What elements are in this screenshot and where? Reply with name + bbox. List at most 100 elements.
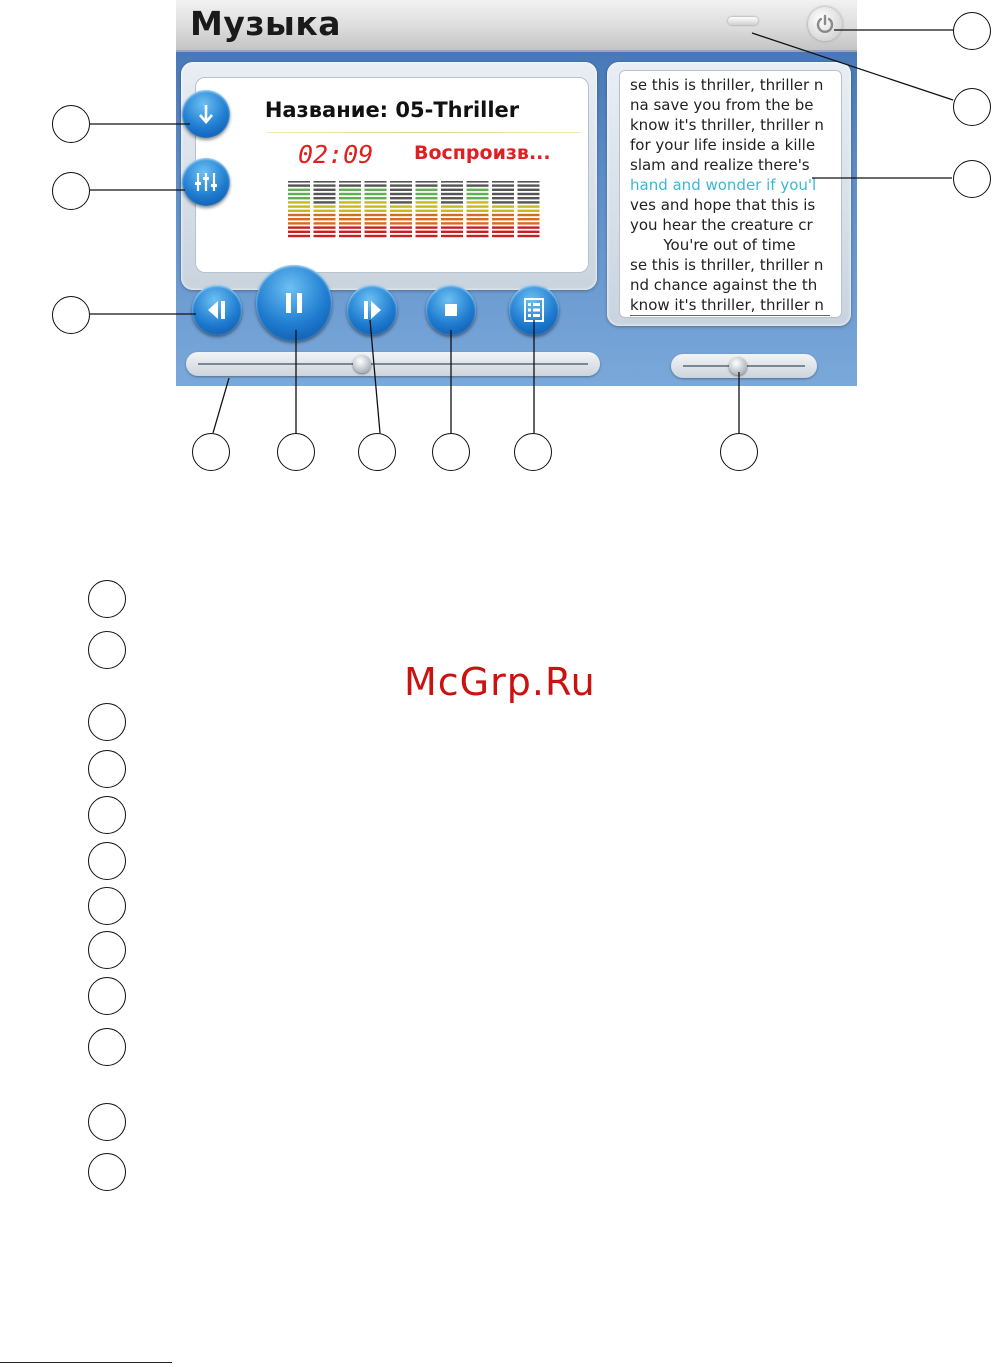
lyric-line: You're out of time [663,236,796,254]
equalizer-segment [364,184,387,187]
equalizer-segment [441,205,463,208]
power-icon[interactable] [808,7,842,41]
legend-marker [88,631,126,669]
stop-button[interactable] [426,285,476,335]
equalizer-segment [339,213,361,217]
next-button[interactable] [347,285,397,335]
equalizer-segment [339,197,361,200]
equalizer-segment [339,181,361,183]
previous-button[interactable] [192,285,242,335]
equalizer-segment [466,213,489,217]
equalizer-segment [466,209,489,212]
callout-marker [953,160,991,198]
callout-marker [192,433,230,471]
equalizer-visualizer [288,181,540,238]
legend-marker [88,580,126,618]
equalizer-segment [288,197,310,200]
progress-thumb[interactable] [352,355,371,373]
equalizer-segment [339,209,361,212]
equalizer-segment [339,222,361,225]
progress-slider[interactable] [186,352,600,376]
equalizer-segment [441,230,463,233]
equalizer-segment [466,188,489,191]
equalizer-segment [288,222,310,225]
equalizer-segment [390,222,412,225]
equalizer-segment [415,205,438,208]
equalizer-segment [441,209,463,212]
equalizer-segment [517,222,540,225]
equalizer-segment [390,218,412,221]
equalizer-segment [415,213,438,217]
equalizer-segment [364,222,387,225]
equalizer-segment [517,218,540,221]
track-info-display: Название: 05-Thriller 02:09 Воспроизв... [195,77,589,273]
equalizer-segment [441,222,463,225]
equalizer-segment [415,234,438,238]
equalizer-segment [441,218,463,221]
equalizer-segment [441,197,463,200]
footer-rule [0,1362,172,1363]
equalizer-segment [466,234,489,238]
lyric-line: ves and hope that this is [630,196,816,214]
equalizer-segment [441,234,463,238]
divider [630,315,830,316]
equalizer-segment [288,226,310,229]
equalizer-segment [441,188,463,191]
equalizer-segment [364,201,387,204]
equalizer-segment [364,205,387,208]
equalizer-segment [313,213,336,217]
equalizer-segment [313,205,336,208]
equalizer-segment [492,234,514,238]
equalizer-segment [492,205,514,208]
equalizer-segment [390,201,412,204]
legend-marker [88,1103,126,1141]
equalizer-segment [313,201,336,204]
progress-track [198,363,588,365]
callout-marker [358,433,396,471]
download-button[interactable] [182,90,230,138]
legend-marker [88,703,126,741]
equalizer-segment [415,201,438,204]
equalizer-button[interactable] [182,158,230,206]
callout-marker [277,433,315,471]
equalizer-segment [517,205,540,208]
equalizer-segment [492,226,514,229]
legend-marker [88,750,126,788]
equalizer-segment [466,201,489,204]
equalizer-segment [339,192,361,196]
divider [266,132,582,133]
volume-thumb[interactable] [728,357,747,375]
equalizer-segment [492,209,514,212]
stop-icon [445,304,457,316]
playlist-button[interactable] [509,285,559,335]
legend-marker [88,842,126,880]
minimize-icon[interactable] [728,17,758,25]
equalizer-segment [492,213,514,217]
equalizer-segment [390,205,412,208]
equalizer-segment [313,222,336,225]
equalizer-segment [517,197,540,200]
equalizer-segment [339,184,361,187]
pause-button[interactable] [256,265,332,341]
equalizer-segment [415,218,438,221]
equalizer-segment [339,201,361,204]
equalizer-segment [492,181,514,183]
equalizer-segment [517,188,540,191]
equalizer-segment [364,230,387,233]
equalizer-segment [364,213,387,217]
volume-slider[interactable] [671,354,817,378]
equalizer-segment [390,226,412,229]
equalizer-segment [415,230,438,233]
equalizer-segment [390,197,412,200]
equalizer-segment [517,181,540,183]
watermark: McGrp.Ru [404,660,596,704]
callout-marker [514,433,552,471]
equalizer-segment [390,192,412,196]
equalizer-segment [415,192,438,196]
lyric-line: know it's thriller, thriller n [630,116,824,134]
equalizer-segment [364,181,387,183]
equalizer-segment [466,222,489,225]
equalizer-segment [288,213,310,217]
